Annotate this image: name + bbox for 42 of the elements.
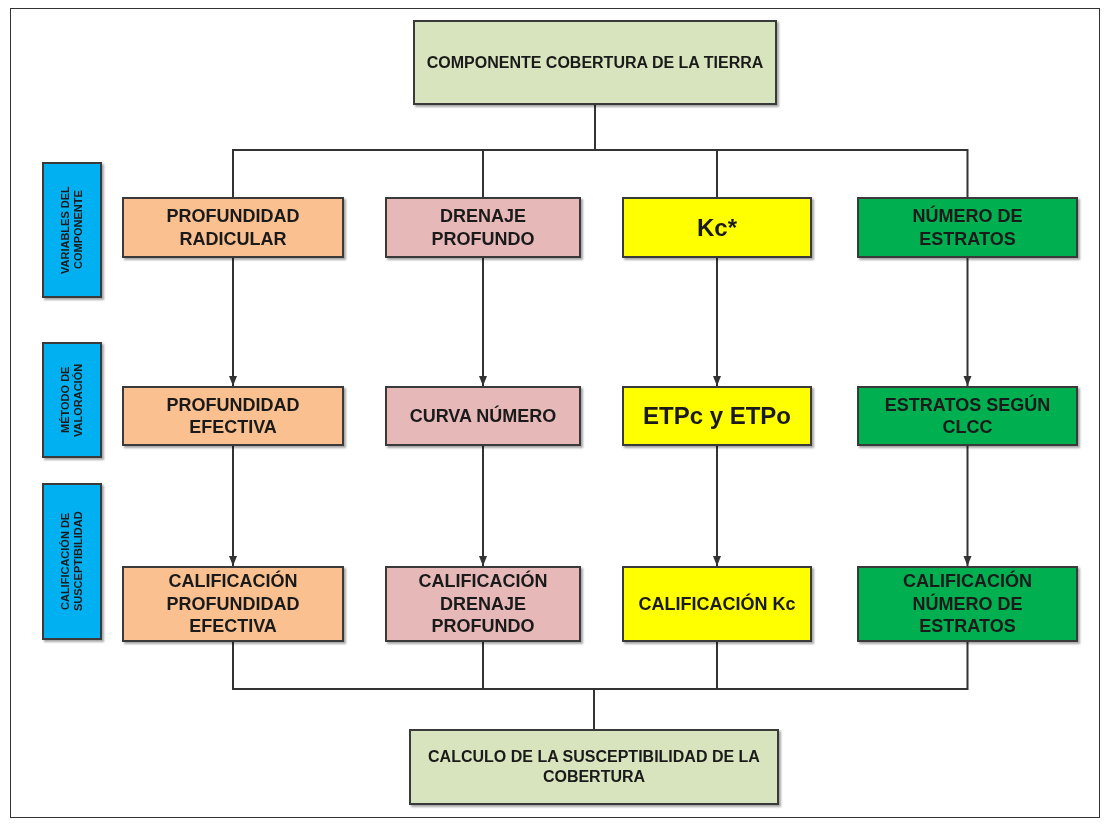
- arrow: [713, 257, 721, 387]
- arrow: [963, 257, 972, 387]
- category-label: VARIABLES DEL COMPONENTE: [59, 185, 85, 276]
- arrow: [479, 445, 487, 567]
- process-box: [122, 566, 344, 642]
- category-label: MÉTODO DE VALORACIÓN: [59, 362, 85, 439]
- box-label: Kc*: [696, 212, 738, 243]
- process-box: [409, 729, 779, 805]
- box-label: ETPc y ETPo: [641, 401, 792, 431]
- category-box: [42, 162, 102, 298]
- box-label: DRENAJE PROFUNDO: [430, 205, 536, 250]
- process-box: [857, 197, 1078, 258]
- box-label: PROFUNDIDAD RADICULAR: [165, 205, 301, 250]
- box-label: PROFUNDIDAD EFECTIVA: [165, 393, 301, 439]
- category-box: [42, 342, 102, 458]
- process-box: [857, 386, 1078, 446]
- box-label: CURVA NÚMERO: [408, 404, 558, 428]
- process-box: [622, 386, 812, 446]
- box-label: CALCULO DE LA SUSCEPTIBILIDAD DE LA COBERTURA: [427, 747, 761, 787]
- arrow: [713, 445, 721, 567]
- box-label: CALIFICACIÓN NÚMERO DE ESTRATOS: [902, 570, 1033, 638]
- process-box: [622, 197, 812, 258]
- process-box: [385, 386, 581, 446]
- category-label: CALIFICACIÓN DE SUSCEPTIBILIDAD: [59, 510, 85, 614]
- box-label: CALIFICACIÓN Kc: [637, 592, 797, 616]
- process-box: [857, 566, 1078, 642]
- arrow: [963, 445, 972, 567]
- box-label: COMPONENTE COBERTURA DE LA TIERRA: [425, 52, 765, 73]
- box-label: ESTRATOS SEGÚN CLCC: [883, 393, 1052, 439]
- box-label: CALIFICACIÓN PROFUNDIDAD EFECTIVA: [165, 570, 301, 638]
- arrow: [229, 257, 237, 387]
- process-box: [622, 566, 812, 642]
- process-box: [385, 197, 581, 258]
- arrow: [479, 257, 487, 387]
- box-label: CALIFICACIÓN DRENAJE PROFUNDO: [417, 570, 549, 638]
- box-label: NÚMERO DE ESTRATOS: [911, 205, 1024, 250]
- process-box: [122, 197, 344, 258]
- category-box: [42, 483, 102, 640]
- process-box: [122, 386, 344, 446]
- arrow: [229, 445, 237, 567]
- process-box: [413, 20, 777, 105]
- process-box: [385, 566, 581, 642]
